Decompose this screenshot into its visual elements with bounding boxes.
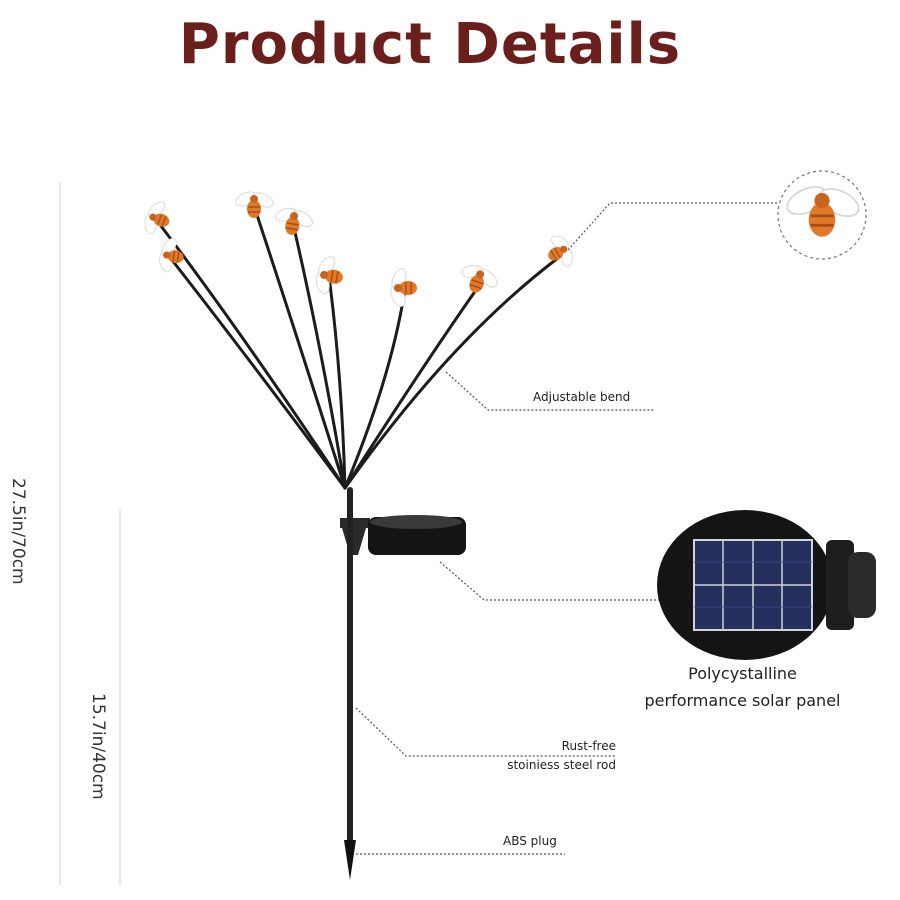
bee-light-1 — [137, 195, 177, 242]
solar-panel-caption-line2: performance solar panel — [644, 691, 841, 710]
bee-light-4 — [269, 201, 318, 240]
flexible-stems — [156, 210, 560, 490]
rod-caption-line2: stoiniess steel rod — [507, 758, 616, 772]
bee-light-6 — [387, 265, 418, 310]
rod-caption: Rust-free stoiniess steel rod — [480, 737, 616, 775]
rod-caption-line1: Rust-free — [561, 739, 616, 753]
solar-panel-caption: Polycystalline performance solar panel — [620, 660, 865, 714]
solar-panel-icon — [657, 510, 876, 660]
total-height-label: 27.5in/70cm — [8, 478, 28, 585]
panel-bracket — [340, 518, 370, 528]
abs-plug — [344, 840, 356, 880]
bee-light-7 — [453, 257, 505, 301]
adjustable-bend-label: Adjustable bend — [533, 390, 631, 404]
solar-panel-caption-line1: Polycystalline — [688, 664, 797, 683]
bee-light-2 — [153, 233, 188, 277]
callout-leaders — [355, 202, 778, 855]
bee-detail-circle — [777, 170, 867, 260]
rod-height-label: 15.7in/40cm — [88, 693, 108, 800]
solar-panel-small — [368, 515, 466, 555]
page-title: Product Details — [178, 12, 682, 77]
bee-light-3 — [232, 188, 277, 219]
bee-light-5 — [309, 251, 348, 300]
abs-plug-label: ABS plug — [503, 834, 557, 848]
